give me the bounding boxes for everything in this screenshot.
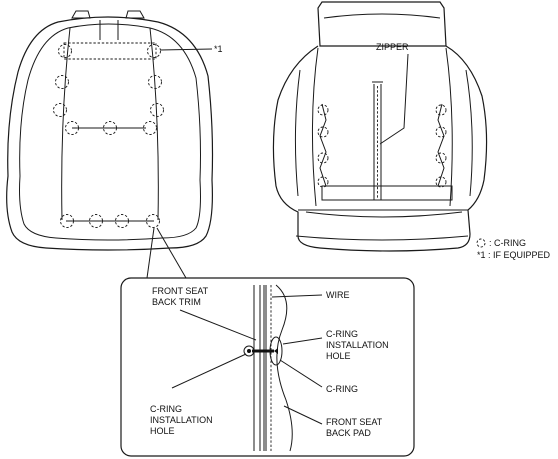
leader-install-right xyxy=(282,337,323,345)
seat-back-trim-view: *1 xyxy=(6,10,223,251)
callout-line-right xyxy=(156,227,187,279)
legend-equipped-label: *1 : IF EQUIPPED xyxy=(477,250,551,260)
detail-box xyxy=(120,277,415,457)
legend-cring-label: : C-RING xyxy=(489,238,526,248)
install-left-line1: C-RING xyxy=(150,404,182,414)
pad-label-line1: FRONT SEAT xyxy=(326,417,383,427)
leader-pad xyxy=(283,405,323,425)
install-left-line3: HOLE xyxy=(150,426,175,436)
install-right-line2: INSTALLATION xyxy=(326,340,389,350)
wire-label: WIRE xyxy=(326,290,350,300)
pad-label-line2: BACK PAD xyxy=(326,428,371,438)
headrest-guide-left xyxy=(71,10,91,19)
install-left-line2: INSTALLATION xyxy=(150,415,213,425)
trim-outline xyxy=(6,16,214,251)
wire-right xyxy=(437,103,445,187)
installation-hole-right xyxy=(269,336,283,366)
headrest-guide-right xyxy=(125,10,145,19)
c-ring-group-right-view xyxy=(317,104,447,188)
leader-cring xyxy=(279,359,323,388)
c-ring-group-left-view xyxy=(53,44,164,228)
seat-back-pad-view: ZIPPER xyxy=(272,1,488,252)
trim-label-line2: BACK TRIM xyxy=(152,297,201,307)
install-right-line3: HOLE xyxy=(326,351,351,361)
wire-left xyxy=(319,103,327,187)
detail-callout: FRONT SEAT BACK TRIM WIRE C-RING INSTALL… xyxy=(120,277,415,457)
trim-label-line1: FRONT SEAT xyxy=(152,286,209,296)
legend: : C-RING *1 : IF EQUIPPED xyxy=(476,238,551,260)
pad-outline xyxy=(272,45,488,252)
legend-c-ring-icon xyxy=(476,238,486,248)
pad-edge-curve xyxy=(275,284,293,452)
optional-panel-outline xyxy=(63,42,157,60)
callout-line-left xyxy=(146,227,155,279)
leader-trim xyxy=(179,309,257,341)
pad-top-block xyxy=(317,1,447,47)
note-leader xyxy=(159,48,213,51)
zipper-label: ZIPPER xyxy=(376,42,409,52)
zipper-leader xyxy=(379,53,409,145)
install-right-line1: C-RING xyxy=(326,329,358,339)
note-ref-label: *1 xyxy=(214,44,223,54)
cring-label: C-RING xyxy=(326,384,358,394)
leader-install-left xyxy=(171,353,247,389)
leader-wire xyxy=(271,294,323,298)
zipper xyxy=(372,81,383,200)
